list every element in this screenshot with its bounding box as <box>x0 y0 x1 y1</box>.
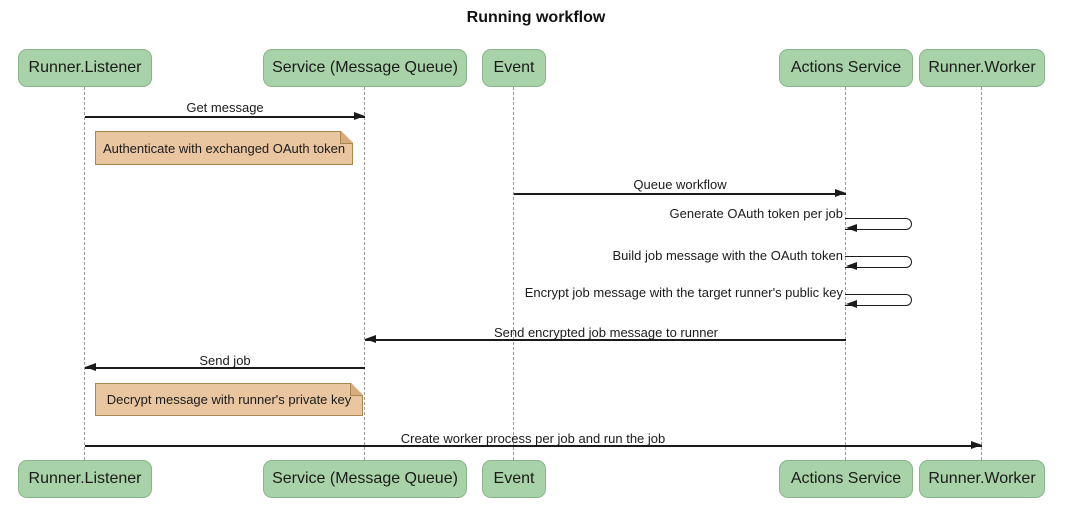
note-decrypt: Decrypt message with runner's private ke… <box>95 383 363 416</box>
arrowhead-left-icon <box>846 300 857 308</box>
message-label-create-worker-process: Create worker process per job and run th… <box>400 431 666 446</box>
participant-actions-service-bottom: Actions Service <box>779 460 913 498</box>
message-line-queue-workflow <box>514 193 846 195</box>
arrowhead-left-icon <box>85 363 96 371</box>
message-line-send-encrypted-job <box>365 339 846 341</box>
arrowhead-left-icon <box>846 224 857 232</box>
note-fold-corner-icon <box>350 383 363 396</box>
participant-runner-worker-bottom: Runner.Worker <box>919 460 1045 498</box>
message-label-generate-oauth-token: Generate OAuth token per job <box>669 206 843 221</box>
self-loop-line <box>845 256 912 268</box>
participant-service-message-queue-top: Service (Message Queue) <box>263 49 467 87</box>
message-line-create-worker-process <box>85 445 982 447</box>
participant-runner-worker-top: Runner.Worker <box>919 49 1045 87</box>
self-loop-line <box>845 294 912 306</box>
lifeline-runner-worker <box>981 87 982 460</box>
lifeline-runner-listener <box>84 87 85 460</box>
self-loop-line <box>845 218 912 230</box>
participant-service-message-queue-bottom: Service (Message Queue) <box>263 460 467 498</box>
note-text: Decrypt message with runner's private ke… <box>106 392 352 407</box>
message-label-build-job-message: Build job message with the OAuth token <box>612 248 843 263</box>
participant-event-bottom: Event <box>482 460 546 498</box>
message-line-send-job <box>85 367 365 369</box>
participant-actions-service-top: Actions Service <box>779 49 913 87</box>
message-label-get-message: Get message <box>186 100 264 115</box>
message-label-encrypt-job-message: Encrypt job message with the target runn… <box>524 285 843 300</box>
message-label-send-encrypted-job: Send encrypted job message to runner <box>493 325 719 340</box>
participant-runner-listener-bottom: Runner.Listener <box>18 460 152 498</box>
participant-event-top: Event <box>482 49 546 87</box>
arrowhead-right-icon <box>354 112 365 120</box>
message-line-get-message <box>85 116 365 118</box>
arrowhead-left-icon <box>846 262 857 270</box>
lifeline-actions-service <box>845 87 846 460</box>
diagram-title: Running workflow <box>466 9 606 26</box>
note-text: Authenticate with exchanged OAuth token <box>102 140 346 156</box>
arrowhead-left-icon <box>365 335 376 343</box>
participant-runner-listener-top: Runner.Listener <box>18 49 152 87</box>
lifeline-event <box>513 87 514 460</box>
message-label-send-job: Send job <box>199 353 251 368</box>
lifeline-service-message-queue <box>364 87 365 460</box>
message-label-queue-workflow: Queue workflow <box>633 177 727 192</box>
arrowhead-right-icon <box>971 441 982 449</box>
note-authenticate: Authenticate with exchanged OAuth token <box>95 131 353 165</box>
arrowhead-right-icon <box>835 189 846 197</box>
note-fold-corner-icon <box>340 131 353 144</box>
